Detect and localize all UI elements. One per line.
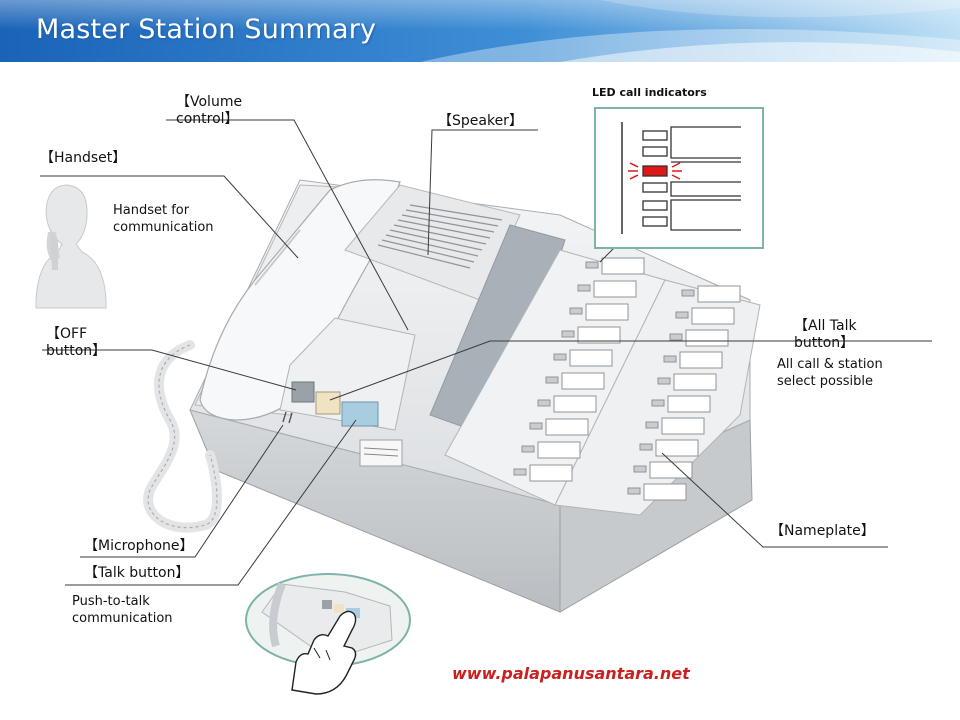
led-call-indicators-caption: LED call indicators <box>592 86 707 99</box>
station-led <box>513 468 527 476</box>
station-select-key <box>643 483 687 501</box>
station-select-key <box>553 395 597 413</box>
station-led <box>545 376 559 384</box>
station-select-key <box>697 285 741 303</box>
station-led <box>537 399 551 407</box>
all-talk-button-label: 【All Talk button】 <box>794 318 857 351</box>
station-select-key <box>655 439 699 457</box>
speaker-label: 【Speaker】 <box>438 113 523 129</box>
station-led <box>639 443 653 451</box>
off-button-label: 【OFF button】 <box>46 326 107 359</box>
volume-control-label: 【Volume control】 <box>176 94 243 127</box>
title-banner <box>0 0 960 62</box>
station-select-key <box>601 257 645 275</box>
handset-description: Handset for communication <box>113 203 214 235</box>
station-led <box>553 353 567 361</box>
station-select-key <box>593 280 637 298</box>
station-led <box>561 330 575 338</box>
handset-label: 【Handset】 <box>40 150 127 166</box>
station-select-key <box>679 351 723 369</box>
station-led <box>529 422 543 430</box>
station-led <box>651 399 665 407</box>
talk-button-label: 【Talk button】 <box>84 565 190 581</box>
hand-pressing-icon <box>291 610 357 695</box>
station-select-key <box>667 395 711 413</box>
station-led <box>669 333 683 341</box>
nameplate-label: 【Nameplate】 <box>770 523 875 539</box>
station-led <box>585 261 599 269</box>
all-talk-description: All call & station select possible <box>777 357 883 389</box>
station-select-key <box>569 349 613 367</box>
station-led <box>681 289 695 297</box>
led-indicator-inset <box>594 107 764 249</box>
station-select-key <box>673 373 717 391</box>
station-select-key <box>685 329 729 347</box>
station-led <box>645 421 659 429</box>
station-led <box>657 377 671 385</box>
station-led <box>521 445 535 453</box>
station-led <box>663 355 677 363</box>
station-select-key <box>585 303 629 321</box>
station-select-key <box>537 441 581 459</box>
talk-button-description: Push-to-talk communication <box>72 594 173 626</box>
station-led <box>569 307 583 315</box>
person-on-phone-icon <box>35 184 107 309</box>
station-select-key <box>545 418 589 436</box>
station-led <box>633 465 647 473</box>
page-title: Master Station Summary <box>36 14 377 45</box>
station-select-key <box>577 326 621 344</box>
push-to-talk-inset <box>245 573 411 667</box>
station-led <box>627 487 641 495</box>
microphone-label: 【Microphone】 <box>84 538 194 554</box>
station-led <box>577 284 591 292</box>
station-select-key <box>561 372 605 390</box>
station-select-key <box>661 417 705 435</box>
station-led <box>675 311 689 319</box>
station-select-key <box>529 464 573 482</box>
station-select-key <box>691 307 735 325</box>
website-url[interactable]: www.palapanusantara.net <box>452 664 690 683</box>
